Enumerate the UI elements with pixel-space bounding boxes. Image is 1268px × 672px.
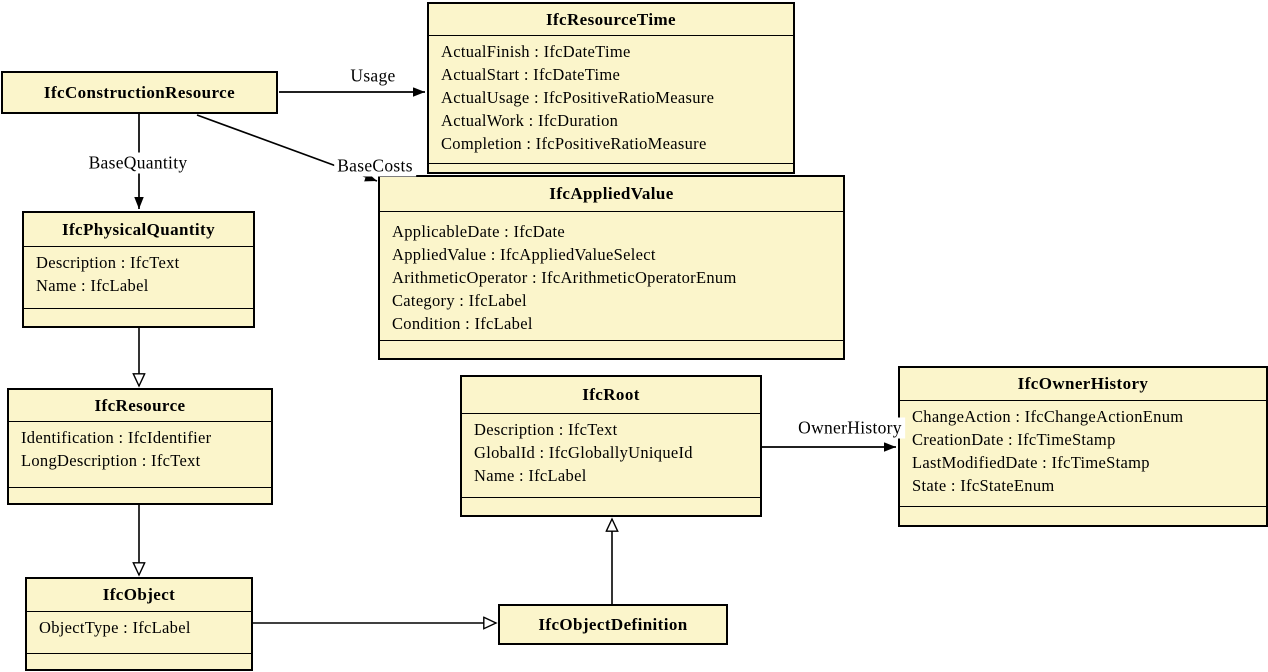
attributes-section: ApplicableDate : IfcDate AppliedValue : …: [380, 211, 843, 340]
empty-compartment: [429, 163, 793, 172]
class-box-ifcresourcetime[interactable]: IfcResourceTime ActualFinish : IfcDateTi…: [427, 2, 795, 174]
class-box-ifcresource[interactable]: IfcResource Identification : IfcIdentifi…: [7, 388, 273, 505]
attribute-row: ActualUsage : IfcPositiveRatioMeasure: [441, 88, 715, 107]
empty-compartment: [380, 340, 843, 358]
attribute-row: Category : IfcLabel: [392, 291, 527, 310]
class-title: IfcResource: [94, 395, 186, 415]
attributes-section: ActualFinish : IfcDateTime ActualStart :…: [429, 35, 793, 163]
attributes-section: Identification : IfcIdentifier LongDescr…: [9, 421, 271, 487]
edge-label-basecosts: BaseCosts: [334, 155, 416, 177]
empty-compartment: [24, 308, 253, 326]
class-box-ifcobject[interactable]: IfcObject ObjectType : IfcLabel: [25, 577, 253, 671]
attribute-row: Identification : IfcIdentifier: [21, 428, 212, 447]
empty-compartment: [27, 653, 251, 669]
attribute-row: Name : IfcLabel: [36, 276, 149, 295]
attribute-row: LastModifiedDate : IfcTimeStamp: [912, 453, 1150, 472]
attribute-row: Condition : IfcLabel: [392, 314, 533, 333]
attribute-row: Name : IfcLabel: [474, 466, 587, 485]
attribute-row: Completion : IfcPositiveRatioMeasure: [441, 134, 707, 153]
class-box-ifcroot[interactable]: IfcRoot Description : IfcText GlobalId :…: [460, 375, 762, 517]
class-title: IfcResourceTime: [545, 9, 676, 29]
class-box-ifcobjectdefinition[interactable]: IfcObjectDefinition: [498, 604, 728, 645]
attribute-row: Description : IfcText: [474, 420, 618, 439]
attributes-section: ObjectType : IfcLabel: [27, 611, 251, 653]
attributes-section: Description : IfcText Name : IfcLabel: [24, 246, 253, 308]
class-title: IfcConstructionResource: [43, 82, 236, 102]
attributes-section: ChangeAction : IfcChangeActionEnum Creat…: [900, 400, 1266, 506]
class-title: IfcRoot: [582, 385, 640, 404]
class-box-ifcownerhistory[interactable]: IfcOwnerHistory ChangeAction : IfcChange…: [898, 366, 1268, 527]
attribute-row: AppliedValue : IfcAppliedValueSelect: [392, 245, 656, 264]
edge-label-basequantity: BaseQuantity: [85, 152, 191, 174]
attribute-row: ActualWork : IfcDuration: [441, 111, 619, 130]
attribute-row: ChangeAction : IfcChangeActionEnum: [912, 407, 1184, 426]
class-title: IfcOwnerHistory: [1017, 374, 1149, 393]
attribute-row: LongDescription : IfcText: [21, 451, 201, 470]
attribute-row: ArithmeticOperator : IfcArithmeticOperat…: [392, 268, 737, 287]
class-title: IfcPhysicalQuantity: [61, 219, 216, 239]
attribute-row: CreationDate : IfcTimeStamp: [912, 430, 1116, 449]
class-title: IfcObjectDefinition: [538, 614, 688, 634]
attribute-row: State : IfcStateEnum: [912, 476, 1055, 495]
attribute-row: ObjectType : IfcLabel: [39, 618, 191, 637]
attribute-row: ActualStart : IfcDateTime: [441, 65, 621, 84]
attribute-row: ApplicableDate : IfcDate: [392, 222, 566, 241]
class-title: IfcObject: [102, 585, 176, 604]
class-box-ifcphysicalquantity[interactable]: IfcPhysicalQuantity Description : IfcTex…: [22, 211, 255, 328]
edge-label-usage: Usage: [347, 65, 399, 87]
empty-compartment: [462, 497, 760, 515]
edge-label-ownerhistory: OwnerHistory: [795, 417, 905, 439]
class-box-ifcconstructionresource[interactable]: IfcConstructionResource: [1, 71, 278, 114]
attribute-row: ActualFinish : IfcDateTime: [441, 42, 631, 61]
attribute-row: Description : IfcText: [36, 253, 180, 272]
attributes-section: Description : IfcText GlobalId : IfcGlob…: [462, 413, 760, 497]
empty-compartment: [900, 506, 1266, 525]
class-box-ifcappliedvalue[interactable]: IfcAppliedValue ApplicableDate : IfcDate…: [378, 175, 845, 360]
class-title: IfcAppliedValue: [549, 184, 674, 203]
attribute-row: GlobalId : IfcGloballyUniqueId: [474, 443, 693, 462]
empty-compartment: [9, 487, 271, 503]
